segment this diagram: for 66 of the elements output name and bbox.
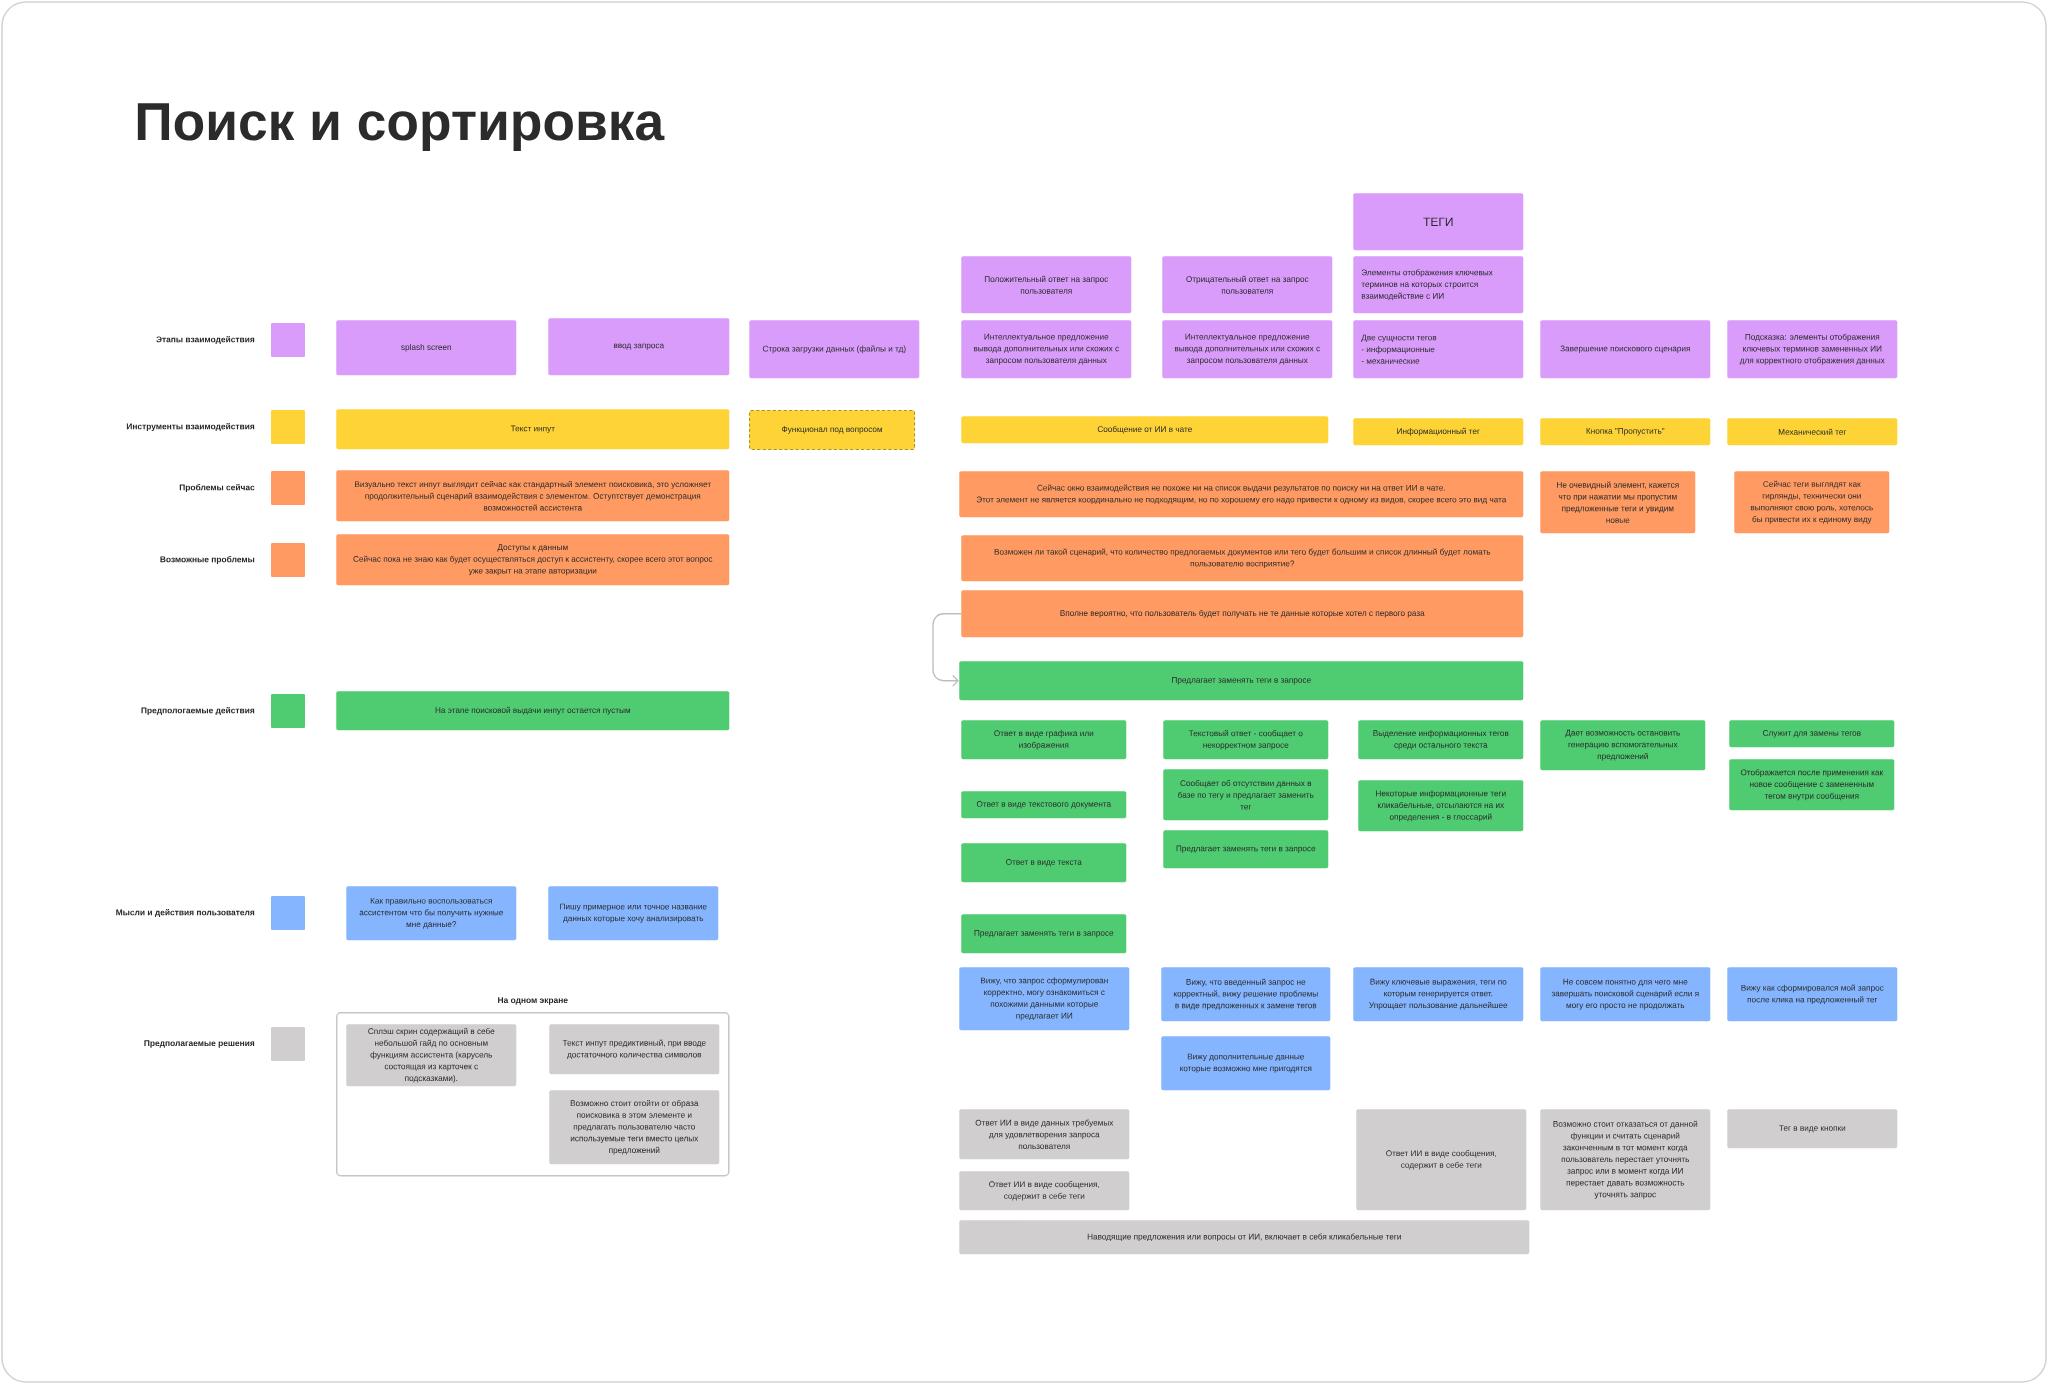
risk-card: Вполне вероятно, что пользователь будет получать не те данные которые хотел с первого раза: [961, 590, 1524, 638]
solution-card: Ответ ИИ в виде сообщения, содержит в себе теги: [1356, 1109, 1527, 1211]
action-card: Некоторые информационные теги кликабельные, отсылаются на их определения - в глоссарий: [1358, 780, 1524, 832]
row-label: Инструменты взаимодействия: [126, 423, 255, 431]
thought-card: Вижу как сформировался мой запрос после клика на предложенный тег: [1727, 967, 1898, 1022]
problem-card: Сейчас теги выглядят как гирлянды, технически они выполняют свою роль, хотелось бы привести их к единому виду: [1734, 471, 1890, 534]
page-title: Поиск и сортировка: [137, 103, 665, 152]
action-card: Ответ в виде текстового документа: [961, 791, 1127, 819]
tool-card: Сообщение от ИИ в чате: [961, 416, 1329, 444]
action-card: Сообщает об отсутствии данных в базе по тегу и предлагает заменить тег: [1163, 769, 1329, 821]
action-card: Ответ в виде текста: [961, 843, 1127, 883]
action-card: Предлагает заменять теги в запросе: [1163, 830, 1329, 869]
action-card: Выделение информационных тегов среди остального текста: [1358, 720, 1524, 760]
solution-card: Сплэш скрин содержащий в себе небольшой гайд по основным функциям ассистента (карусель состоящая из карточек с подсказками).: [346, 1024, 517, 1087]
thought-card: Как правильно воспользоваться ассистентом что бы получить нужные мне данные?: [346, 886, 517, 941]
stage-card: Интеллектуальное предложение вывода дополнительных или схожих с запросом пользователя данных: [961, 320, 1132, 379]
action-card: Ответ в виде графика или изображения: [961, 720, 1127, 760]
thought-card: Вижу, что введенный запрос не корректный, вижу решение проблемы в виде предложенных к замене тегов: [1161, 967, 1331, 1022]
stage-card: ввод запроса: [548, 318, 730, 376]
row-label: Проблемы сейчас: [179, 484, 255, 492]
tool-card: Текст инпут: [336, 409, 730, 450]
action-card: Текстовый ответ - сообщает о некорректном запросе: [1163, 720, 1329, 760]
dashed-tool-card: Функционал под вопросом: [749, 410, 916, 451]
solution-card: Наводящие предложения или вопросы от ИИ, включает в себя кликабельные теги: [959, 1220, 1530, 1255]
problem-card: Визуально текст инпут выглядит сейчас как стандартный элемент поисковика, это усложняет продолжительный сценарий взаимодействия с элементом. Оступтствует демонстрация возможностей ассистента: [336, 470, 730, 522]
tool-card: Информационный тег: [1353, 418, 1524, 446]
stage-card: splash screen: [336, 320, 517, 376]
solution-card: Ответ ИИ в виде данных требуемых для удовлетворения запроса пользователя: [959, 1109, 1130, 1160]
stage-card: Элементы отображения ключевых терминов на которых строится взаимодействие с ИИ: [1353, 256, 1524, 314]
thought-card: Не совсем понятно для чего мне завершать поисковой сценарий если я могу его просто не продолжать: [1540, 967, 1711, 1022]
thought-card: Вижу ключевые выражения, теги по которым генерируется ответ. Упрощает пользование дальнейшее: [1353, 967, 1524, 1022]
stage-card: Две сущности тегов - информационные - механические: [1353, 320, 1524, 379]
problem-card: Сейчас окно взаимодействия не похоже ни на список выдачи результатов по поиску ни на ответ ИИ в чате. Этот элемент не является координально не подходящим, но по хорошему его надо привести к одному из видов, скорее всего это вид чата: [959, 471, 1524, 518]
stage-card: Интеллектуальное предложение вывода дополнительных или схожих с запросом пользователя данных: [1162, 320, 1333, 379]
arrow: [932, 613, 962, 687]
row-label: Предполагаемые решения: [144, 1040, 255, 1048]
row-label: Этапы взаимодействия: [156, 336, 255, 344]
solution-card: Ответ ИИ в виде сообщения, содержит в себе теги: [959, 1171, 1130, 1211]
stage-card: Положительный ответ на запрос пользователя: [961, 256, 1132, 314]
thought-card: Пишу примерное или точное название данных которые хочу анализировать: [548, 886, 719, 941]
thought-card: Вижу, что запрос сформулирован корректно, могу ознакомиться с похожими данными которые предлагает ИИ: [959, 967, 1130, 1031]
stage-card: Подсказка: элементы отображения ключевых терминов замененных ИИ для корректного отображения данных: [1727, 320, 1898, 379]
action-card: На этапе поисковой выдачи инпут остается пустым: [336, 691, 730, 731]
tool-card: Кнопка "Пропустить": [1540, 418, 1711, 446]
action-card: Предлагает заменять теги в запросе: [961, 914, 1127, 954]
frame-heading: На одном экране: [498, 997, 568, 1005]
risk-card: Доступы к данным Сейчас пока не знаю как будет осуществляться доступ к ассистенту, скорее всего этот вопрос уже закрыт на этапе авторизации: [336, 534, 730, 586]
stage-card: Отрицательный ответ на запрос пользователя: [1162, 256, 1333, 314]
solution-card: Возможно стоит отказаться от данной функции и считать сценарий законченным в тот момент когда пользователь перестает уточнять запрос или в момент когда ИИ перестает давать возможность уточнять запрос: [1540, 1109, 1711, 1211]
solution-card: Тег в виде кнопки: [1727, 1109, 1898, 1149]
row-label: Предпологаемые действия: [141, 707, 255, 715]
problem-card: Не очевидный элемент, кажется что при нажатии мы пропустим предложенные теги и увидим новые: [1540, 471, 1696, 534]
solution-card: Текст инпут предиктивный, при вводе достаточного количества символов: [549, 1024, 720, 1075]
action-card: Служит для замены тегов: [1729, 720, 1895, 748]
action-card: Предлагает заменять теги в запросе: [959, 661, 1524, 701]
risk-card: Возможен ли такой сценарий, что количество предлогаемых документов или тего будет большим и список длинный будет ломать пользователю восприятие?: [961, 535, 1524, 582]
heading-card: ТЕГИ: [1353, 193, 1524, 251]
row-label: Возможные проблемы: [160, 556, 255, 564]
stage-card: Завершение поискового сценария: [1540, 320, 1711, 379]
stage-card: Строка загрузки данных (файлы и тд): [749, 320, 920, 379]
action-card: Отображается после применения как новое сообщение с замененным тегом внутри сообщения: [1729, 759, 1895, 811]
row-label: Мысли и действия пользователя: [116, 909, 255, 917]
action-card: Дает возможность остановить генерацию вспомогательных предложений: [1540, 720, 1706, 771]
solution-card: Возможно стоит отойти от образа поисковика в этом элементе и предлагать пользователю часто используемые теги вместо целых предложений: [549, 1090, 720, 1165]
tool-card: Механический тег: [1727, 418, 1898, 446]
thought-card: Вижу дополнительные данные которые возможно мне пригодятся: [1161, 1036, 1331, 1091]
